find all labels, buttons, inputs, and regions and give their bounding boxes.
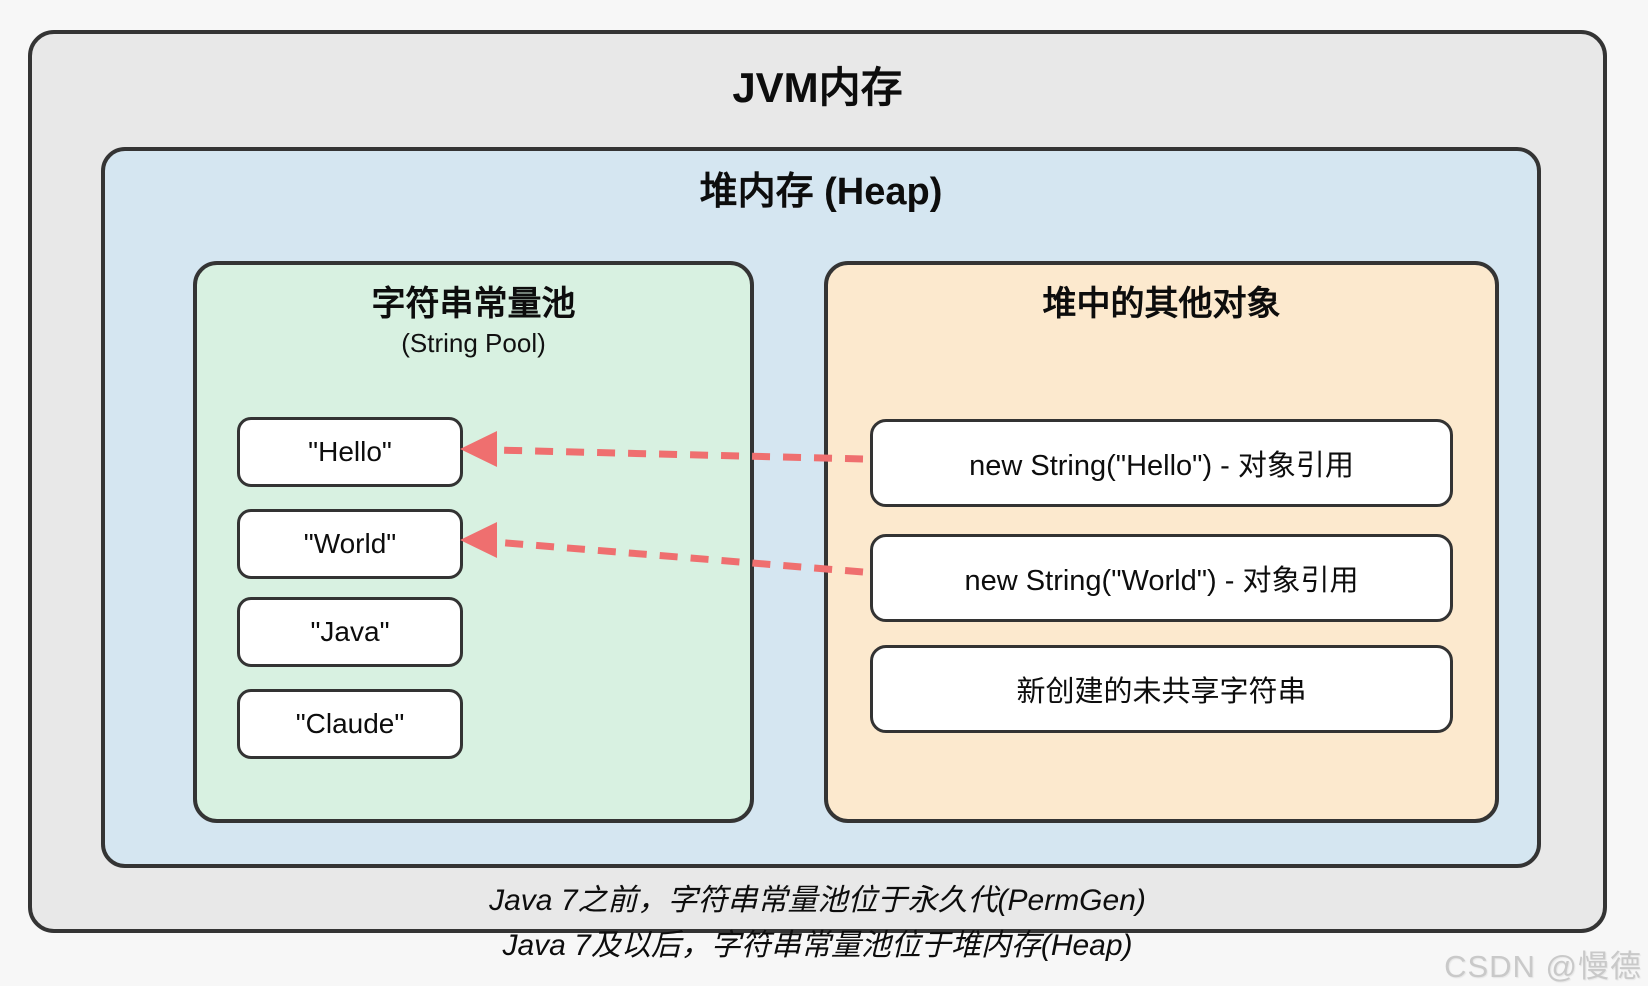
object-item-unshared-string: 新创建的未共享字符串: [870, 645, 1453, 733]
note-permgen: Java 7之前，字符串常量池位于永久代(PermGen): [489, 884, 1146, 917]
heap-title: 堆内存 (Heap): [699, 171, 943, 213]
jvm-memory-title: JVM内存: [732, 64, 903, 111]
string-pool-title: 字符串常量池: [371, 285, 576, 323]
jvm-memory-box: JVM内存 堆内存 (Heap) 字符串常量池 (String Pool) "H…: [28, 30, 1607, 933]
pool-item-hello: "Hello": [237, 417, 463, 487]
pool-item-world: "World": [237, 509, 463, 579]
note-heap: Java 7及以后，字符串常量池位于堆内存(Heap): [502, 929, 1133, 962]
pool-item-claude: "Claude": [237, 689, 463, 759]
heap-objects-box: 堆中的其他对象 new String("Hello") - 对象引用 new S…: [824, 261, 1499, 823]
string-pool-box: 字符串常量池 (String Pool) "Hello" "World" "Ja…: [193, 261, 754, 823]
watermark: CSDN @慢德: [1444, 949, 1642, 984]
pool-item-java: "Java": [237, 597, 463, 667]
string-pool-subtitle: (String Pool): [401, 328, 546, 358]
heap-objects-title: 堆中的其他对象: [1042, 285, 1281, 323]
object-item-new-string-world: new String("World") - 对象引用: [870, 534, 1453, 622]
heap-box: 堆内存 (Heap) 字符串常量池 (String Pool) "Hello" …: [101, 147, 1541, 868]
object-item-new-string-hello: new String("Hello") - 对象引用: [870, 419, 1453, 507]
